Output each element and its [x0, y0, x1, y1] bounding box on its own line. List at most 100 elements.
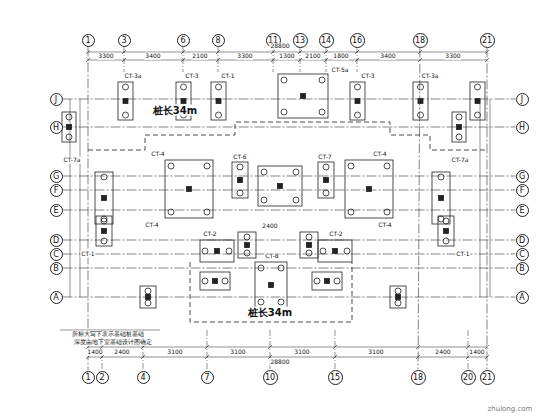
dimension-text: 1400: [86, 349, 103, 356]
pile-cap: [255, 262, 287, 308]
pile-cap: [165, 160, 213, 218]
pile: [216, 112, 222, 118]
axis-number: J: [521, 95, 523, 104]
axis-line: [63, 240, 516, 241]
dimension-text: 1800: [332, 53, 349, 60]
pile: [395, 300, 401, 306]
pile: [101, 218, 107, 224]
pile-cap: [200, 272, 230, 290]
pile-cap: [96, 216, 112, 246]
axis-bubble: A: [50, 291, 63, 304]
pile: [456, 134, 462, 140]
pile-cap: [350, 82, 365, 120]
axis-number: A: [519, 293, 524, 302]
pile: [226, 248, 232, 254]
pile: [456, 114, 462, 120]
axis-number: C: [519, 250, 525, 259]
region-boundary: [88, 122, 487, 150]
column: [367, 187, 372, 192]
axis-bubble: 2: [96, 371, 109, 384]
dimension-text: 3300: [236, 53, 253, 60]
axis-bubble: B: [50, 262, 63, 275]
dimension-tick: [141, 345, 145, 349]
pile: [438, 174, 444, 180]
axis-line: [487, 48, 488, 370]
dimension-line: [88, 357, 487, 358]
pile-cap: [258, 166, 302, 206]
axis-bubble: 18: [411, 370, 426, 385]
dimension-text: 3400: [144, 53, 161, 60]
cap-mark: CT-7a: [63, 157, 82, 164]
axis-bubble: C: [516, 248, 529, 261]
dimension-text: 3400: [379, 53, 396, 60]
pile: [348, 163, 354, 169]
dimension-line: [88, 60, 487, 61]
axis-bubble: F: [50, 184, 63, 197]
pile-cap: [318, 162, 334, 198]
dimension-text: 3300: [97, 53, 114, 60]
dimension-tick: [271, 50, 275, 54]
pile: [344, 248, 350, 254]
dimension-tick: [324, 50, 328, 54]
pile: [237, 164, 243, 170]
cap-mark: CT-7: [317, 154, 332, 161]
column: [213, 279, 218, 284]
dimension-line: [88, 347, 487, 348]
axis-line: [63, 127, 516, 128]
axis-number: A: [53, 293, 58, 302]
cap-mark: CT-8: [264, 253, 279, 260]
pile: [293, 197, 299, 203]
pile: [123, 84, 129, 90]
dimension-line: [480, 99, 481, 297]
axis-number: B: [519, 264, 525, 273]
axis-number: F: [54, 186, 59, 195]
design-note: 深度由地下室基础设计图确定: [73, 339, 153, 346]
axis-number: G: [519, 172, 525, 181]
axis-bubble: 20: [461, 370, 476, 385]
dimension-tick: [355, 50, 359, 54]
cap-mark: CT-5a: [331, 67, 350, 74]
pile-cap: [345, 160, 393, 218]
axis-number: 7: [204, 373, 209, 382]
axis-number: F: [520, 186, 525, 195]
dimension-text: 1300: [278, 53, 295, 60]
axis-number: 1: [85, 373, 90, 382]
axis-bubble: C: [50, 248, 63, 261]
dimension-tick: [122, 50, 126, 54]
pile: [355, 112, 361, 118]
column: [301, 94, 306, 99]
axis-number: 20: [463, 373, 473, 382]
cap-mark: CT-4: [150, 151, 165, 158]
pile-length-note: 桩长34m: [152, 105, 198, 116]
pile: [355, 84, 361, 90]
axis-number: 1: [85, 36, 90, 45]
axis-number: 14: [321, 36, 331, 45]
dimension-text: 3300: [444, 53, 461, 60]
axis-line: [63, 297, 516, 298]
column: [187, 187, 192, 192]
pile: [101, 174, 107, 180]
axis-number: 18: [415, 36, 425, 45]
pile-caps: [60, 47, 490, 370]
pile: [145, 288, 151, 294]
axis-number: 4: [140, 373, 145, 382]
dimension-text: 2100: [304, 53, 321, 60]
pile: [320, 248, 326, 254]
pile: [281, 109, 287, 115]
axis-number: D: [519, 236, 525, 245]
dimension-tick: [141, 355, 145, 359]
dimension-tick: [216, 58, 220, 62]
cap-mark: CT-1: [455, 251, 470, 258]
pile-cap: [312, 272, 342, 290]
dimension-text: 1400: [468, 349, 485, 356]
axis-number: D: [53, 236, 59, 245]
axis-bubble: 15: [328, 370, 343, 385]
dimension-tick: [181, 50, 185, 54]
pile: [334, 278, 340, 284]
dimension-tick: [298, 58, 302, 62]
column: [333, 249, 338, 254]
pile-cap: [278, 74, 328, 118]
axis-line: [63, 190, 516, 191]
